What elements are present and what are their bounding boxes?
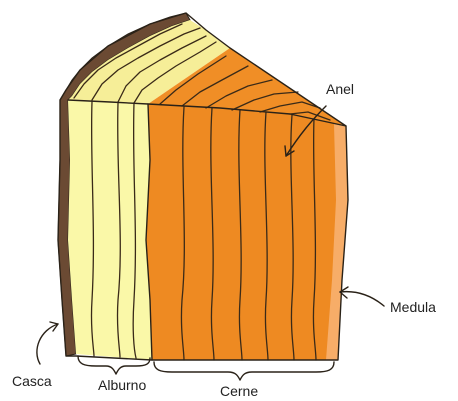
alburno-label: Alburno bbox=[98, 377, 146, 393]
medula-label: Medula bbox=[390, 299, 436, 315]
medula-arrow bbox=[340, 287, 384, 306]
heartwood-side-face bbox=[146, 104, 346, 360]
sapwood-side-face bbox=[68, 100, 152, 360]
casca-label: Casca bbox=[12, 373, 52, 389]
cerne-brace bbox=[154, 362, 334, 380]
cerne-label: Cerne bbox=[220, 383, 258, 399]
anel-label: Anel bbox=[326, 81, 354, 97]
casca-arrow bbox=[37, 322, 58, 364]
